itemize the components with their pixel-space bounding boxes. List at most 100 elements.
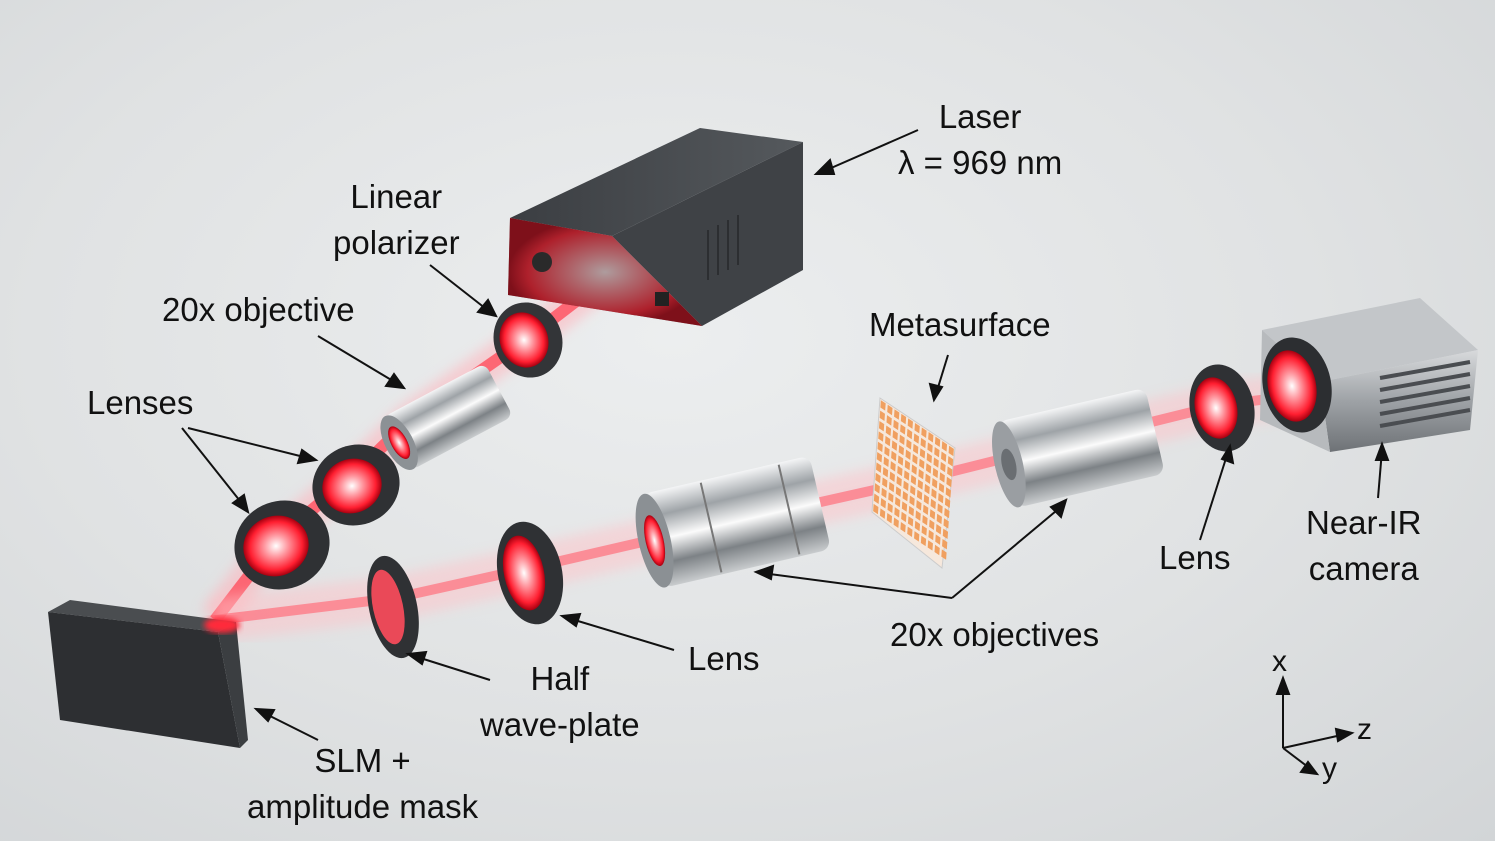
metasurface-pixel bbox=[894, 507, 900, 518]
metasurface-pixel bbox=[906, 428, 913, 440]
lenses-label: Lenses bbox=[87, 380, 193, 426]
metasurface-pixel bbox=[921, 525, 927, 536]
objectives-20x-label: 20x objectives bbox=[890, 612, 1099, 658]
metasurface-pixel bbox=[907, 516, 914, 527]
metasurface-pixel bbox=[934, 544, 940, 556]
lens-middle-label-text: Lens bbox=[688, 640, 760, 677]
half-wave-plate-label-line1: Half bbox=[530, 660, 590, 697]
metasurface-pixel bbox=[925, 463, 932, 474]
metasurface-pixel bbox=[923, 504, 929, 516]
metasurface-pixel bbox=[879, 410, 885, 422]
metasurface-pixel bbox=[919, 448, 926, 459]
metasurface-pixel bbox=[895, 496, 901, 508]
camera-label-line2: camera bbox=[1308, 550, 1419, 587]
metasurface-pixel bbox=[883, 456, 889, 468]
metasurface-pixel bbox=[947, 456, 954, 467]
metasurface-pixel bbox=[948, 445, 954, 457]
metasurface-pixel bbox=[897, 465, 903, 477]
metasurface-pixel bbox=[920, 437, 926, 449]
laser-source bbox=[508, 128, 803, 326]
axis-x-label: x bbox=[1272, 645, 1287, 678]
callout-arrows bbox=[181, 129, 1390, 741]
metasurface-pixel bbox=[873, 493, 880, 504]
metasurface-pixel bbox=[880, 498, 886, 509]
metasurface-pixel bbox=[882, 466, 889, 478]
metasurface-pixel bbox=[900, 522, 906, 533]
slm-label-line2: amplitude mask bbox=[247, 788, 479, 825]
coordinate-axes bbox=[1275, 675, 1355, 776]
metasurface-pixel bbox=[904, 470, 910, 481]
metasurface-pixel bbox=[928, 432, 934, 443]
half-wave-plate-label: Half wave-plate bbox=[480, 656, 640, 748]
metasurface-pixel bbox=[916, 500, 922, 511]
metasurface-pixel bbox=[912, 454, 918, 465]
near-ir-camera bbox=[1260, 298, 1478, 452]
half-wave-plate-label-line2: wave-plate bbox=[480, 706, 640, 743]
metasurface-pixel bbox=[900, 413, 907, 425]
metasurface-pixel bbox=[923, 494, 930, 505]
metasurface-pixel bbox=[935, 534, 941, 545]
slm-label-line1: SLM + bbox=[314, 742, 411, 779]
metasurface-pixel bbox=[884, 446, 890, 457]
linear-polarizer-label-line2: polarizer bbox=[333, 224, 460, 261]
metasurface-pixel bbox=[887, 404, 893, 416]
metasurface-pixel bbox=[919, 458, 925, 470]
metasurface-pixel bbox=[893, 419, 899, 431]
metasurface-pixel bbox=[941, 451, 947, 462]
metasurface-pixel bbox=[885, 435, 891, 447]
lenses-label-text: Lenses bbox=[87, 384, 194, 421]
metasurface-pixel bbox=[909, 495, 915, 506]
metasurface-pixel bbox=[876, 452, 883, 463]
metasurface-pixel bbox=[936, 513, 942, 525]
metasurface-pixel bbox=[916, 489, 923, 501]
metasurface-pixel bbox=[944, 507, 950, 519]
camera-label-line1: Near-IR bbox=[1306, 504, 1422, 541]
metasurface-pixel bbox=[906, 439, 912, 450]
metasurface-pixel bbox=[938, 492, 944, 504]
metasurface-pixel bbox=[917, 479, 923, 490]
metasurface-pixel bbox=[926, 452, 932, 464]
metasurface-pixel bbox=[904, 459, 911, 471]
linear-polarizer-label-line1: Linear bbox=[350, 178, 443, 215]
metasurface-pixel bbox=[910, 485, 916, 496]
metasurface-label-text: Metasurface bbox=[869, 306, 1051, 343]
metasurface-pixel bbox=[914, 422, 920, 434]
objective-upper bbox=[380, 365, 511, 470]
metasurface-pixel bbox=[880, 400, 886, 411]
objectives-20x-label-text: 20x objectives bbox=[890, 616, 1100, 653]
metasurface-pixel bbox=[878, 431, 884, 442]
metasurface-pixel bbox=[893, 517, 899, 528]
lens-upper-2 bbox=[234, 500, 330, 590]
metasurface-pixel bbox=[932, 478, 938, 489]
metasurface-pixel bbox=[941, 441, 948, 452]
metasurface-pixel bbox=[942, 538, 948, 550]
metasurface-pixel bbox=[915, 510, 921, 521]
metasurface-pixel bbox=[878, 420, 885, 432]
metasurface-pixel bbox=[888, 492, 894, 503]
metasurface-pixel bbox=[946, 476, 952, 488]
metasurface-pixel bbox=[873, 503, 879, 515]
metasurface-pixel bbox=[892, 430, 898, 441]
objective-20x-label-text: 20x objective bbox=[162, 291, 355, 328]
camera-label: Near-IR camera bbox=[1306, 500, 1422, 592]
metasurface-pixel bbox=[896, 476, 902, 487]
lens-middle-label: Lens bbox=[688, 636, 760, 682]
metasurface-pixel bbox=[910, 474, 917, 486]
metasurface-pixel bbox=[902, 490, 908, 502]
metasurface-pixel bbox=[903, 480, 909, 492]
laser-wavelength-label: λ = 969 nm bbox=[898, 144, 1063, 181]
metasurface-pixel bbox=[942, 528, 949, 540]
metasurface-pixel bbox=[929, 509, 936, 520]
metasurface-pixel bbox=[924, 483, 930, 495]
metasurface-pixel bbox=[885, 425, 892, 436]
metasurface-pixel bbox=[905, 449, 911, 460]
metasurface-pixel bbox=[899, 434, 905, 446]
metasurface-pixel bbox=[934, 436, 941, 448]
metasurface-pixel bbox=[941, 549, 947, 560]
metasurface-pixel bbox=[947, 466, 953, 477]
metasurface-pixel bbox=[920, 535, 927, 547]
metasurface-pixel bbox=[940, 461, 946, 473]
metasurface-pixel bbox=[875, 472, 881, 484]
metasurface-pixel bbox=[888, 481, 895, 493]
